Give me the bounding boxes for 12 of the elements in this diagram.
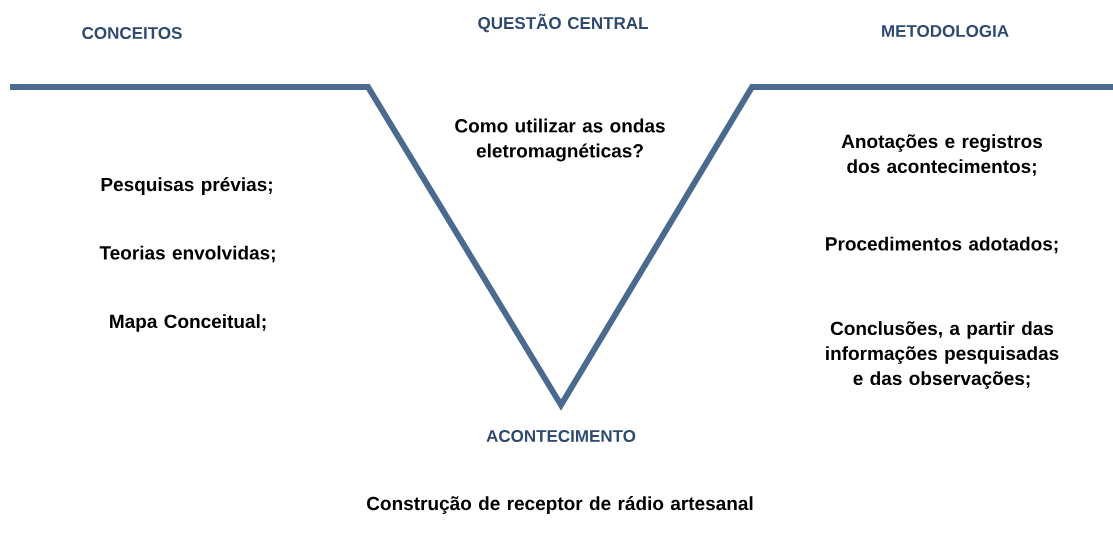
section-heading: ACONTECIMENTO <box>486 430 636 443</box>
body-text: Anotações e registros dos acontecimentos; <box>841 134 1043 176</box>
section-heading: METODOLOGIA <box>882 25 1009 38</box>
body-text: Construção de receptor de rádio artesanal <box>367 496 753 514</box>
body-text: Conclusões, a partir das informações pesquisadas e das observações; <box>826 321 1059 389</box>
body-text: Procedimentos adotados; <box>826 236 1058 254</box>
section-heading: QUESTÃO CENTRAL <box>478 13 648 33</box>
section-heading: CONCEITOS <box>82 27 182 40</box>
body-text: Mapa Conceitual; <box>110 314 266 332</box>
body-text: Pesquisas prévias; <box>101 177 272 195</box>
body-text: Teorias envolvidas; <box>99 245 275 263</box>
body-text: Como utilizar as ondas eletromagnéticas? <box>455 118 665 162</box>
